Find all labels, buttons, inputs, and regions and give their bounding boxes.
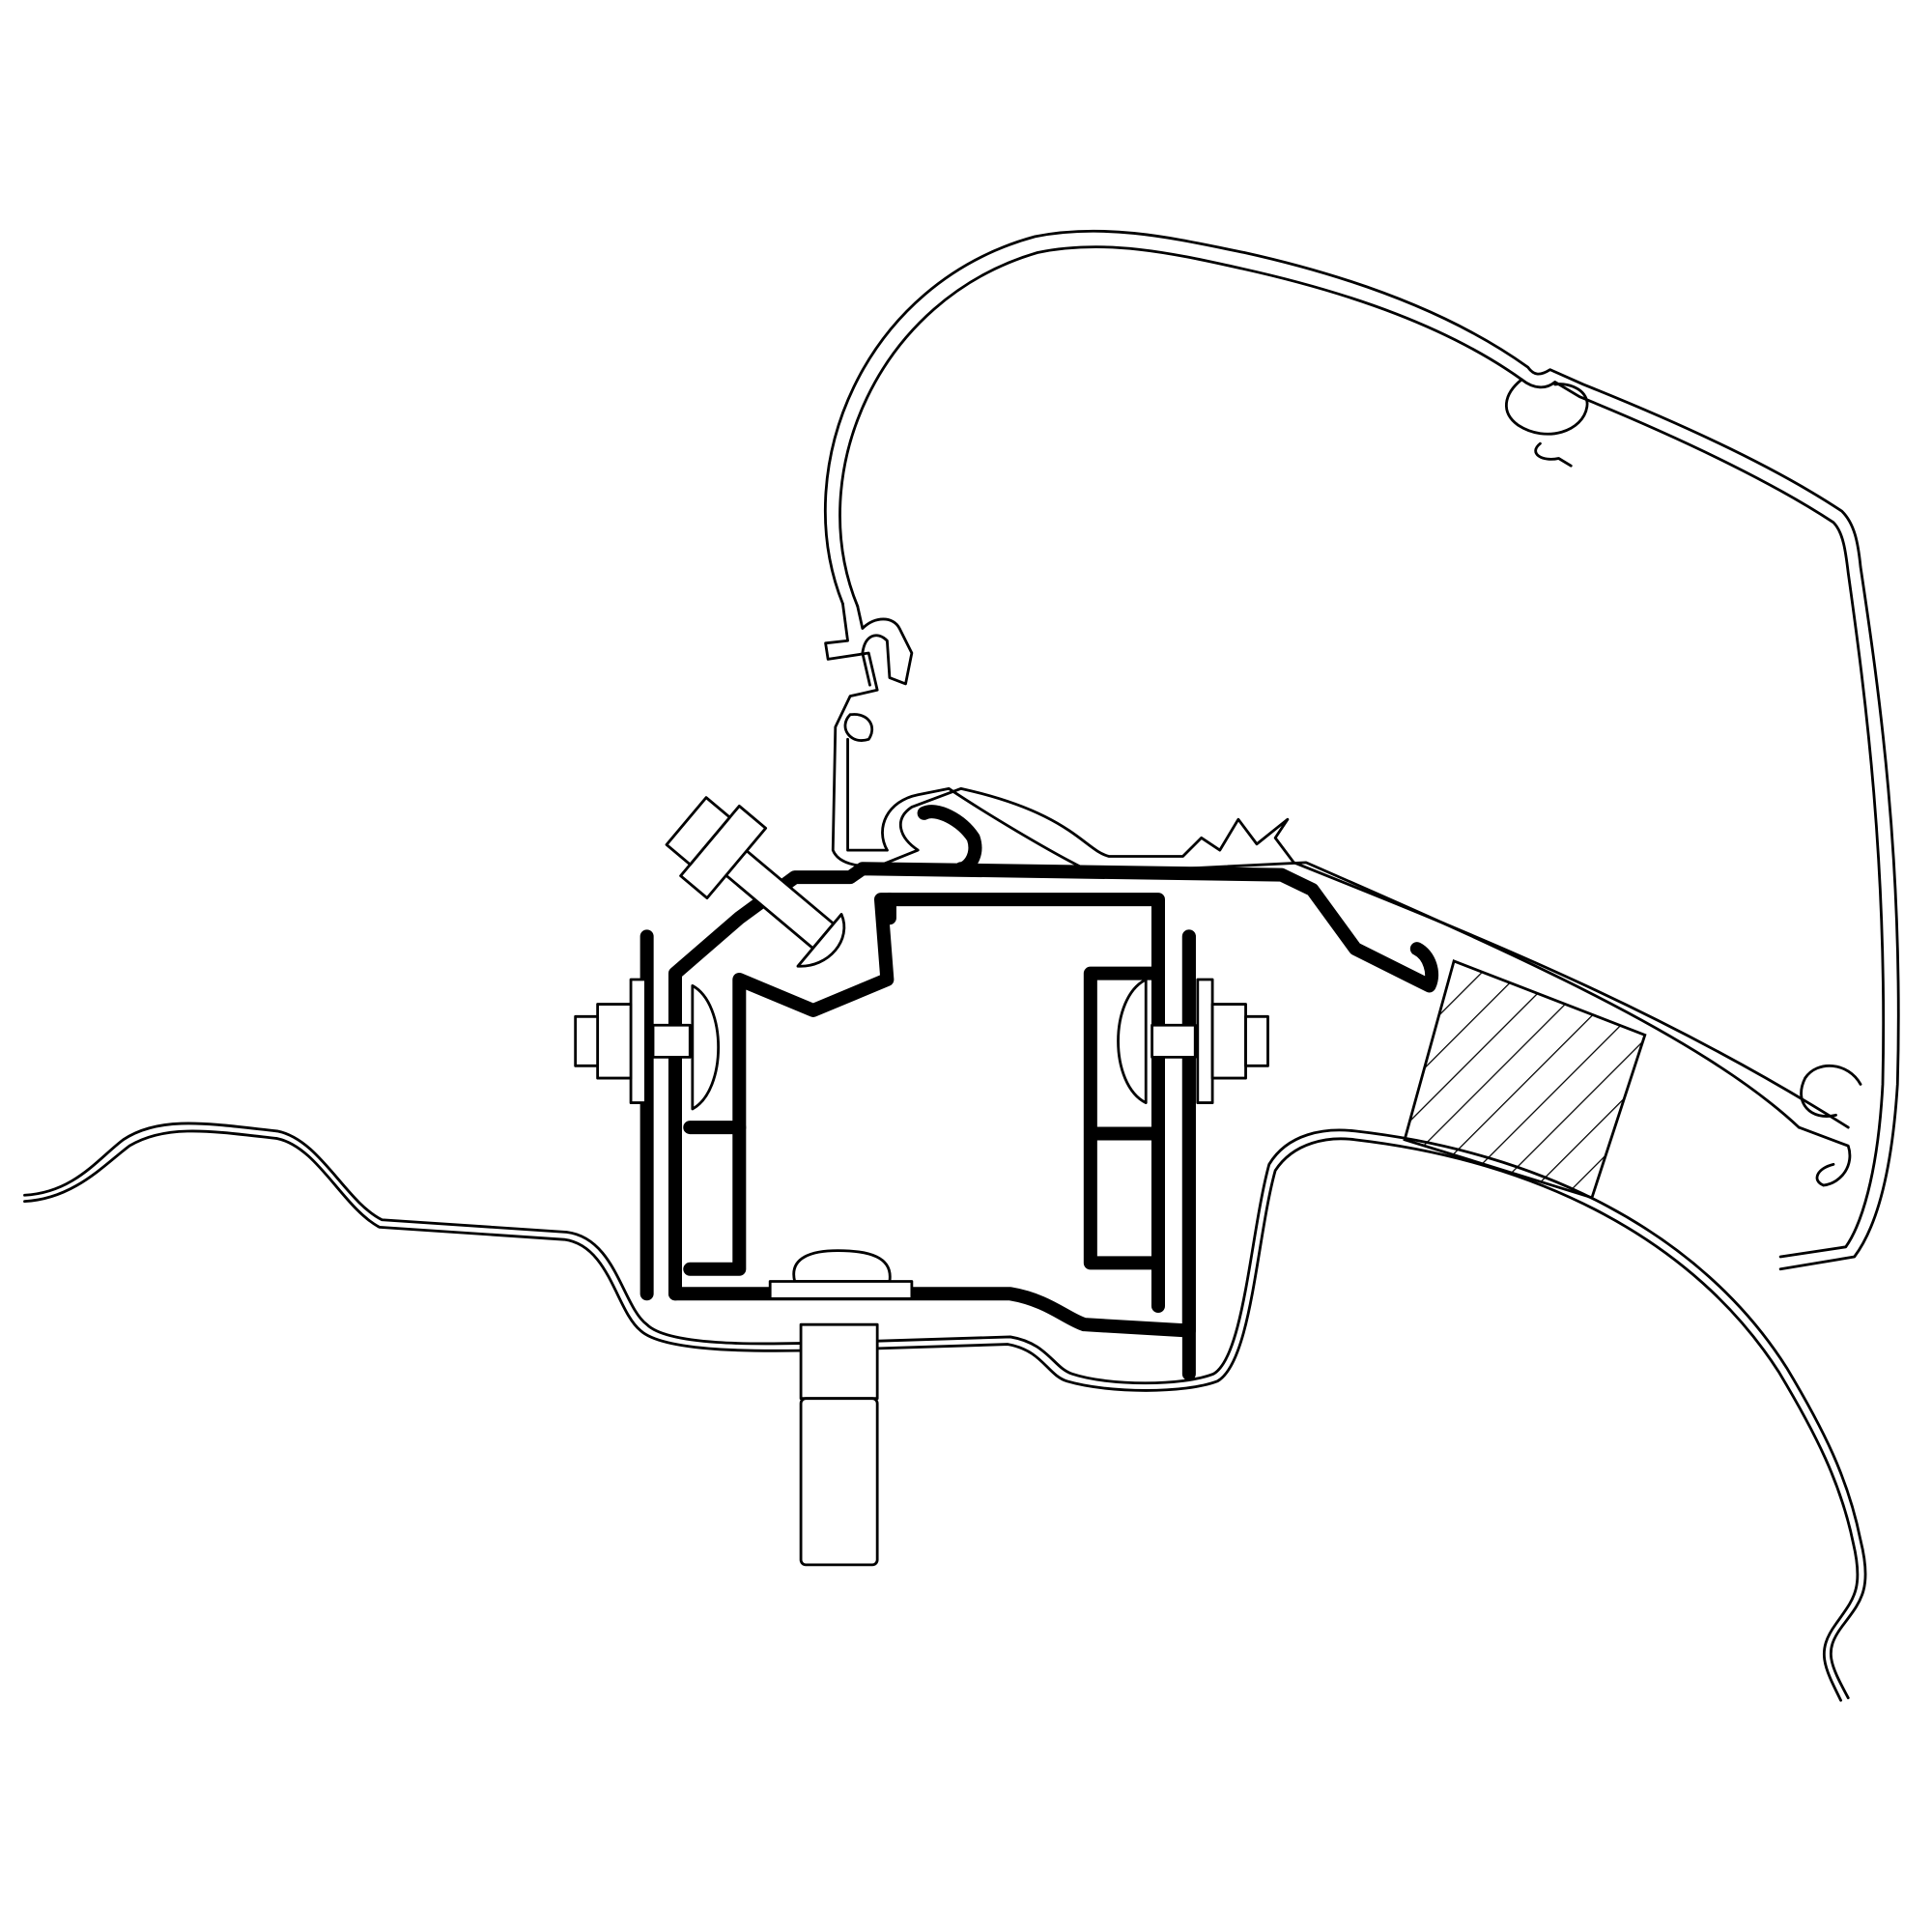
awning-housing xyxy=(823,229,1900,1271)
left-bolt-assembly xyxy=(574,978,721,1111)
right-bolt-assembly xyxy=(1117,978,1269,1104)
roof-mount-bolt xyxy=(768,1249,914,1567)
diagonal-bolt-assembly xyxy=(665,796,846,968)
adapter-profile xyxy=(639,805,1439,1381)
vehicle-roof-profile xyxy=(23,1122,1867,1702)
hatched-seal-block xyxy=(1403,959,1647,1200)
